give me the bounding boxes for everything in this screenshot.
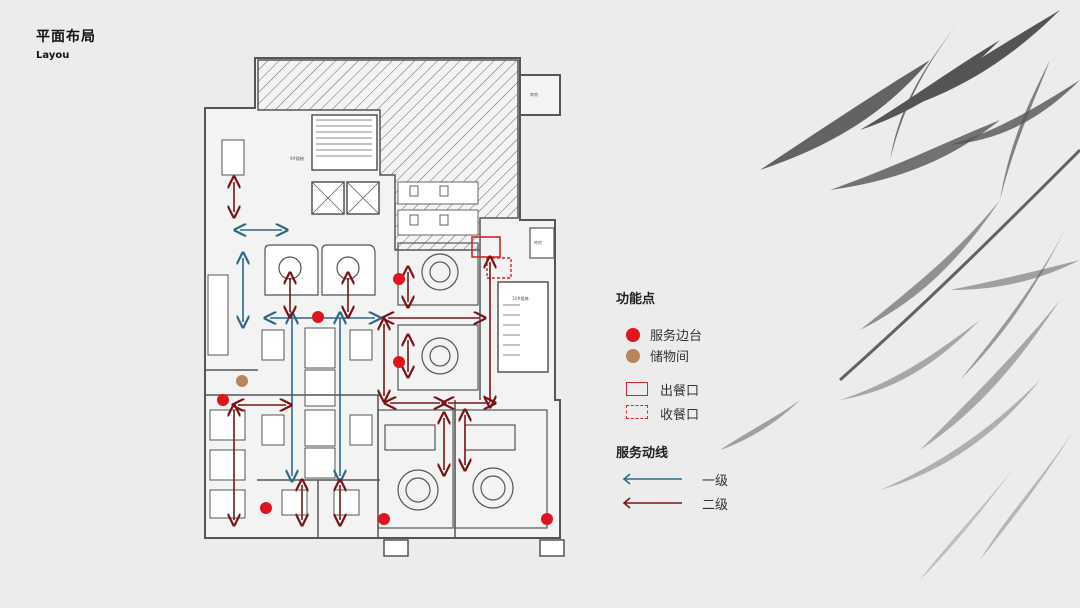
service-station-legend-dot [626, 328, 640, 342]
legend-collection-outlet: 收餐口 [660, 408, 700, 423]
storage-dot [236, 375, 248, 387]
service-station-dots [217, 273, 553, 525]
elevators [311, 181, 380, 215]
service-station [260, 502, 272, 514]
service-station [393, 356, 405, 368]
serving-outlet-legend-box [626, 382, 648, 396]
page-title-block: 平面布局 Layou [36, 26, 96, 61]
room-label-a: 库房 [530, 91, 538, 97]
room-label-b: 库房 [534, 239, 542, 245]
service-station [393, 273, 405, 285]
legend-serving-outlet: 出餐口 [660, 384, 700, 399]
level2-flow [234, 182, 490, 520]
staircase-2 [497, 281, 549, 373]
floor-plan: 库房 9#楼梯 10#楼梯 库房 [204, 57, 565, 557]
service-station [378, 513, 390, 525]
staircase [311, 114, 378, 171]
side-door [539, 539, 565, 557]
page-subtitle: Layou [36, 50, 70, 61]
legend-service-station: 服务边台 [650, 329, 703, 344]
service-station [312, 311, 324, 323]
equipment-room [519, 74, 561, 116]
legend-level1: 一级 [702, 474, 729, 489]
legend-function-heading: 功能点 [616, 292, 656, 307]
stair2-label: 10#楼梯 [512, 295, 528, 301]
legend-storage: 储物间 [650, 350, 690, 365]
collection-outlet-legend-box [626, 405, 648, 419]
legend-flow-heading: 服务动线 [616, 446, 669, 461]
legend-level2: 二级 [702, 498, 729, 513]
entrance-door [383, 539, 409, 557]
bamboo-decoration [720, 10, 1080, 580]
page-title: 平面布局 [36, 29, 96, 45]
storage-room [529, 227, 555, 259]
legend: 功能点 服务边台 储物间 出餐口 收餐口 服务动线 一级 二级 [616, 288, 796, 518]
service-station [541, 513, 553, 525]
stair-label: 9#楼梯 [290, 155, 304, 161]
level2-legend-arrow [622, 497, 682, 509]
restrooms [397, 181, 479, 236]
level1-legend-arrow [622, 473, 682, 485]
storage-legend-dot [626, 349, 640, 363]
service-station [217, 394, 229, 406]
